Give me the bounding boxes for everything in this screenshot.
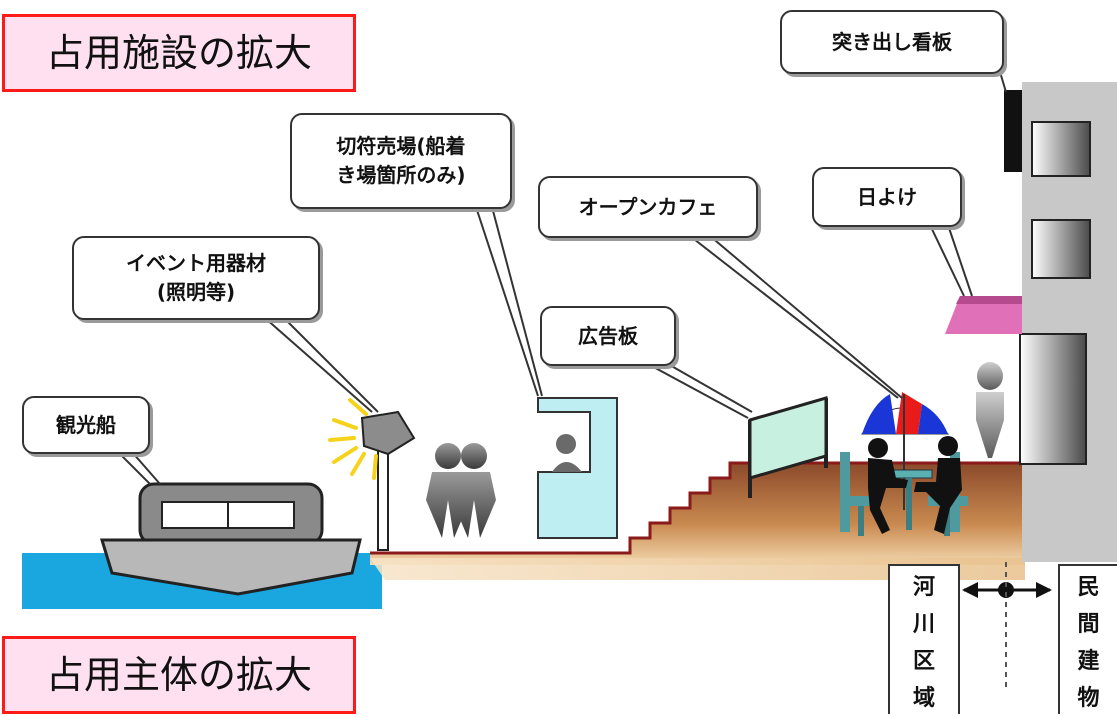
billboard bbox=[748, 396, 828, 498]
parasol bbox=[861, 392, 950, 510]
riverbank-lower bbox=[370, 558, 1025, 580]
river-area-label: 河 川 区 域 bbox=[888, 564, 960, 714]
callout-open-cafe: オープンカフェ bbox=[538, 176, 758, 238]
callout-sightseeing-boat: 観光船 bbox=[22, 396, 150, 454]
title-occupant-expansion: 占用主体の拡大 bbox=[2, 636, 356, 714]
ticket-booth bbox=[537, 397, 618, 539]
open-cafe-scene bbox=[840, 436, 968, 536]
callout-ticket-booth-line-1: 切符売場(船着 bbox=[336, 134, 466, 158]
private-building-char: 民 bbox=[1077, 574, 1100, 600]
river-area-char: 川 bbox=[912, 611, 935, 637]
pointer-sightseeing-boat bbox=[117, 451, 151, 485]
river-area-char: 河 bbox=[912, 574, 935, 600]
pointer-billboard bbox=[647, 363, 749, 419]
river-area-char: 域 bbox=[912, 685, 935, 711]
pointer-protruding-sign bbox=[990, 71, 1007, 93]
private-building bbox=[945, 82, 1117, 562]
pointer-awning bbox=[929, 224, 965, 297]
callout-protruding-sign: 突き出し看板 bbox=[780, 10, 1004, 74]
callout-awning: 日よけ bbox=[812, 167, 962, 227]
callout-ticket-booth: 切符売場(船着 き場箇所のみ) bbox=[290, 113, 512, 209]
boundary-indicator bbox=[962, 562, 1052, 690]
callout-pointers bbox=[117, 71, 1007, 485]
private-building-label: 民 間 建 物 bbox=[1058, 564, 1117, 714]
pointer-ticket-booth bbox=[475, 206, 539, 397]
callout-ticket-booth-line-2: き場箇所のみ) bbox=[336, 163, 466, 187]
private-building-char: 建 bbox=[1077, 648, 1100, 674]
river-area-char: 区 bbox=[912, 648, 935, 674]
pointer-open-cafe bbox=[689, 235, 899, 399]
private-building-char: 物 bbox=[1077, 685, 1100, 711]
callout-event-equipment-line-2: (照明等) bbox=[156, 280, 236, 304]
callout-billboard: 広告板 bbox=[540, 306, 676, 366]
riverbank-ground bbox=[370, 463, 1025, 565]
standing-person bbox=[976, 362, 1004, 458]
callout-event-equipment: イベント用器材 (照明等) bbox=[72, 236, 320, 320]
callout-event-equipment-line-1: イベント用器材 bbox=[126, 251, 266, 275]
event-light bbox=[328, 398, 416, 551]
riverbank-edge bbox=[370, 461, 1025, 555]
pedestrians bbox=[426, 443, 496, 538]
sightseeing-boat bbox=[99, 482, 362, 596]
private-building-char: 間 bbox=[1077, 611, 1100, 637]
pointer-event-equipment bbox=[264, 317, 373, 413]
title-facility-expansion: 占用施設の拡大 bbox=[2, 14, 356, 92]
